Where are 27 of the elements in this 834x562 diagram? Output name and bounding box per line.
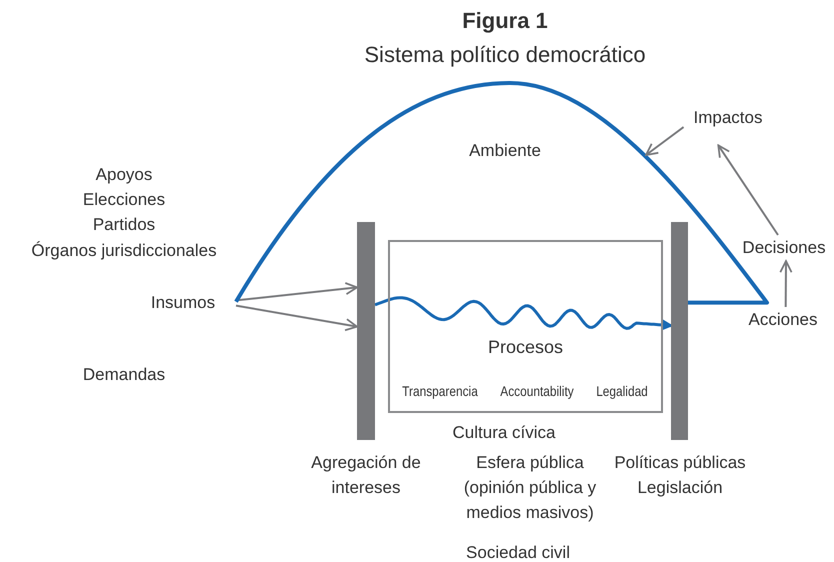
text-label: Transparencia bbox=[402, 382, 478, 401]
box-title: Procesos bbox=[476, 334, 576, 360]
bar-caption: Políticas públicas Legislación bbox=[613, 452, 747, 499]
text-label: Esfera pública (opinión pública y medios masivos) bbox=[462, 452, 598, 524]
arrow bbox=[236, 304, 358, 332]
arrow bbox=[645, 126, 684, 156]
text-label: Legalidad bbox=[596, 382, 648, 401]
text-label: Partidos bbox=[92, 214, 156, 236]
figure-caption: Sistema político democrático bbox=[364, 42, 646, 67]
arrow bbox=[779, 260, 792, 307]
bell-curve bbox=[234, 81, 769, 305]
text-label: Cultura cívica bbox=[452, 422, 556, 444]
flow-label: Insumos bbox=[130, 290, 236, 316]
bar-caption: Agregación de intereses bbox=[310, 452, 422, 499]
wavy-arrow bbox=[374, 296, 674, 331]
text-label: Apoyos bbox=[96, 164, 152, 186]
text-label: Demandas bbox=[82, 364, 166, 386]
arrow bbox=[717, 144, 779, 236]
figure-title: Figura 1 bbox=[462, 8, 548, 33]
text-label: Accountability bbox=[500, 382, 574, 401]
text-label: Ambiente bbox=[469, 140, 541, 162]
flow-label: Decisiones bbox=[734, 235, 834, 261]
text-label: Órganos jurisdiccionales bbox=[31, 240, 217, 262]
flow-label: Impactos bbox=[684, 105, 772, 131]
text-label: Sociedad civil bbox=[466, 542, 570, 562]
flow-label: Acciones bbox=[738, 307, 828, 333]
text-label: Elecciones bbox=[82, 189, 166, 211]
